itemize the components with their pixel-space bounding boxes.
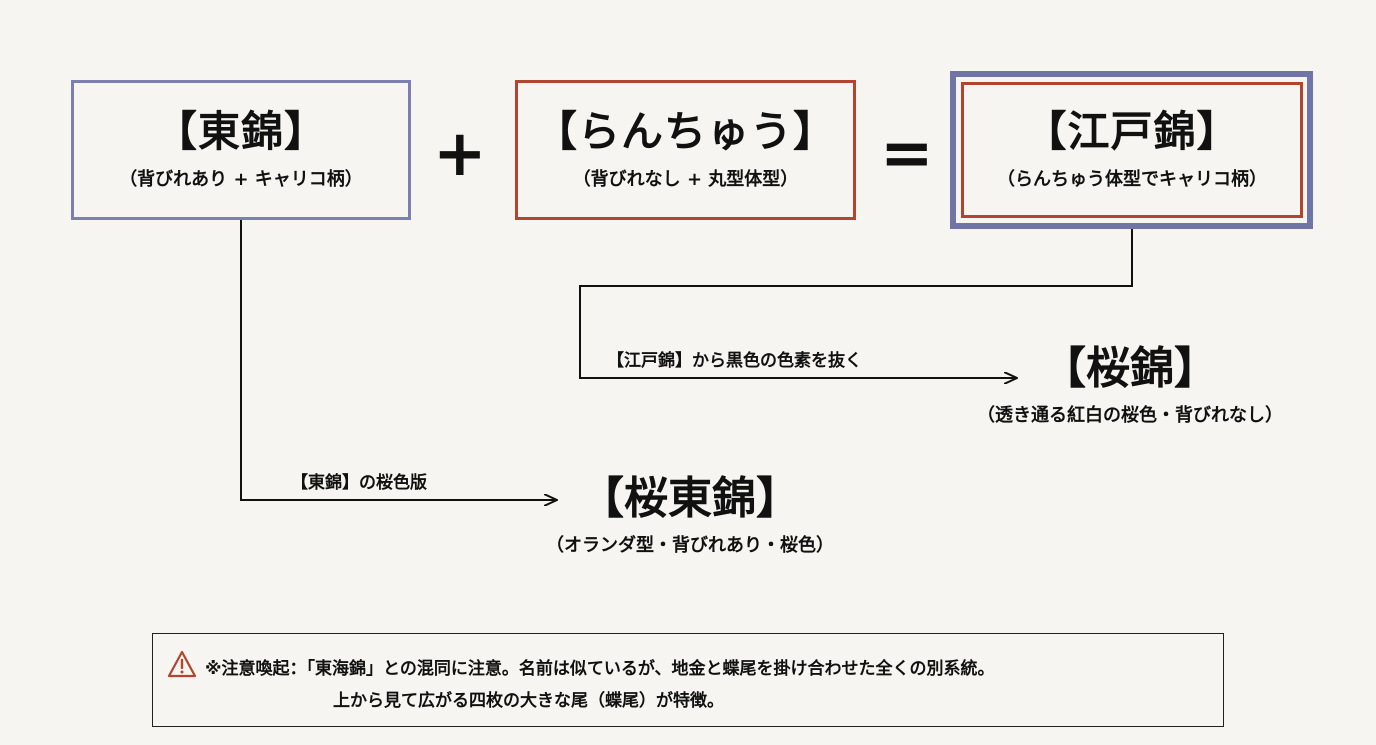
sakura-subtitle: （透き通る紅白の桜色・背びれなし）	[977, 405, 1283, 427]
sakura-azuma-subtitle: （オランダ型・背びれあり・桜色）	[546, 535, 834, 557]
ranchu-box: 【らんちゅう】 （背びれなし + 丸型体型）	[515, 80, 856, 220]
azuma-to-sakura-azuma-label: 【東錦】の桜色版	[291, 473, 427, 493]
edo-title: 【江戸錦】	[1024, 106, 1240, 156]
edo-to-sakura-label: 【江戸錦】から黒色の色素を抜く	[607, 351, 862, 371]
edo-box: 【江戸錦】 （らんちゅう体型でキャリコ柄）	[961, 82, 1303, 218]
sakura-azuma-result: 【桜東錦】 （オランダ型・背びれあり・桜色）	[500, 473, 880, 557]
equals-operator: =	[880, 117, 934, 191]
azuma-to-sakura-azuma-arrow	[240, 220, 556, 500]
azuma-subtitle: （背びれあり + キャリコ柄）	[119, 169, 363, 191]
azuma-box: 【東錦】 （背びれあり + キャリコ柄）	[71, 80, 411, 220]
warning-notice: ※注意喚起：「東海錦」との混同に注意。名前は似ているが、地金と蝶尾を掛け合わせた…	[152, 633, 1224, 727]
ranchu-subtitle: （背びれなし + 丸型体型）	[572, 169, 799, 191]
notice-line-2: 上から見て広がる四枚の大きな尾（蝶尾）が特徴。	[333, 691, 724, 711]
sakura-result: 【桜錦】 （透き通る紅白の桜色・背びれなし）	[940, 343, 1320, 427]
edo-to-sakura-arrow	[579, 229, 1133, 378]
edo-subtitle: （らんちゅう体型でキャリコ柄）	[997, 169, 1267, 191]
azuma-title: 【東錦】	[154, 106, 327, 156]
ranchu-title: 【らんちゅう】	[534, 106, 836, 156]
notice-line-1: ※注意喚起：「東海錦」との混同に注意。名前は似ているが、地金と蝶尾を掛け合わせた…	[205, 659, 995, 679]
sakura-azuma-title: 【桜東錦】	[580, 473, 800, 524]
plus-operator: +	[433, 117, 487, 191]
sakura-title: 【桜錦】	[1042, 343, 1218, 394]
warning-triangle-icon	[167, 650, 197, 682]
